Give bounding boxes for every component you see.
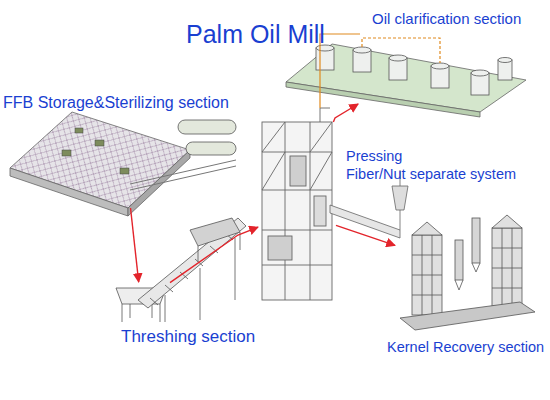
threshing-hopper — [122, 304, 160, 322]
pressing-tower — [268, 236, 292, 260]
section-node: Kernel Recovery section — [395, 210, 533, 328]
section-label: Oil clarification section — [372, 10, 521, 27]
pressing-tower — [262, 122, 332, 300]
thresher-drum — [190, 218, 240, 246]
sterilizer-vessel — [178, 120, 236, 134]
kernel-silo — [412, 222, 442, 235]
storage-ramp — [10, 168, 128, 216]
oil-tank — [431, 63, 449, 69]
oil-tank — [316, 45, 512, 95]
kernel-cyclone — [472, 218, 480, 263]
diagram-title: Palm Oil Mill — [186, 20, 325, 49]
fruit-bunch — [62, 150, 71, 156]
flow-arrow — [333, 104, 358, 122]
pressing-tower — [320, 108, 330, 122]
section-node: FFB Storage&Sterilizing section — [10, 108, 240, 208]
kernel-silo — [492, 228, 522, 306]
sterilizer-vessel — [178, 120, 236, 155]
kernel-cyclone — [455, 263, 480, 290]
flow-arrow — [131, 208, 139, 282]
pressing-tower — [262, 108, 332, 300]
flow-arrow — [170, 227, 258, 282]
oil-tank — [498, 58, 512, 63]
section-label: Pressing — [346, 148, 402, 165]
kernel-base — [400, 302, 535, 330]
fruit-bunch — [75, 128, 83, 133]
fruit-bunch — [95, 140, 104, 146]
section-node: Threshing section — [112, 282, 170, 324]
kernel-silo — [412, 235, 442, 315]
oil-pipe — [362, 38, 440, 63]
inclined-conveyor — [138, 218, 246, 322]
oil-tank — [389, 55, 407, 61]
section-label: Kernel Recovery section — [387, 339, 544, 356]
pressing-tower — [262, 152, 332, 265]
kernel-silo — [492, 215, 522, 228]
pressing-tower — [314, 196, 326, 226]
clarification-platform — [286, 44, 526, 117]
kernel-cyclone — [455, 240, 463, 280]
kernel-silo — [412, 215, 522, 315]
kernel-base — [400, 302, 535, 330]
sterilizer-vessel — [186, 142, 236, 155]
section-label: Threshing section — [121, 327, 255, 347]
section-label: Fiber/Nut separate system — [346, 166, 516, 183]
section-label: FFB Storage&Sterilizing section — [3, 94, 229, 112]
oil-pipe — [320, 34, 360, 108]
storage-ramp — [10, 112, 190, 208]
rail-track — [130, 160, 236, 190]
storage-ramp — [10, 112, 190, 216]
oil-tank — [353, 47, 371, 53]
thresher-drum — [190, 218, 240, 262]
oil-tank — [471, 70, 489, 76]
oil-pipe — [320, 34, 440, 108]
fiber-nut-separator — [330, 205, 400, 238]
kernel-cyclone — [455, 218, 480, 290]
pressing-tower — [290, 156, 306, 186]
fruit-bunch — [120, 168, 129, 174]
inclined-conveyor — [165, 238, 235, 322]
kernel-silo — [412, 235, 442, 315]
section-node: PressingFiber/Nut separate system — [258, 122, 336, 302]
fruit-bunch — [62, 128, 129, 174]
pressing-tower — [285, 122, 310, 300]
oil-tank — [498, 60, 512, 80]
kernel-silo — [492, 228, 522, 306]
flow-arrow — [336, 225, 395, 245]
thresher-drum — [198, 232, 240, 262]
fiber-nut-separator — [392, 186, 408, 210]
clarification-platform — [286, 82, 480, 117]
pressing-tower — [262, 122, 332, 190]
rail-track — [130, 160, 236, 190]
section-node: Oil clarification section — [295, 40, 527, 104]
inclined-conveyor — [138, 218, 246, 308]
inclined-conveyor — [150, 233, 233, 305]
